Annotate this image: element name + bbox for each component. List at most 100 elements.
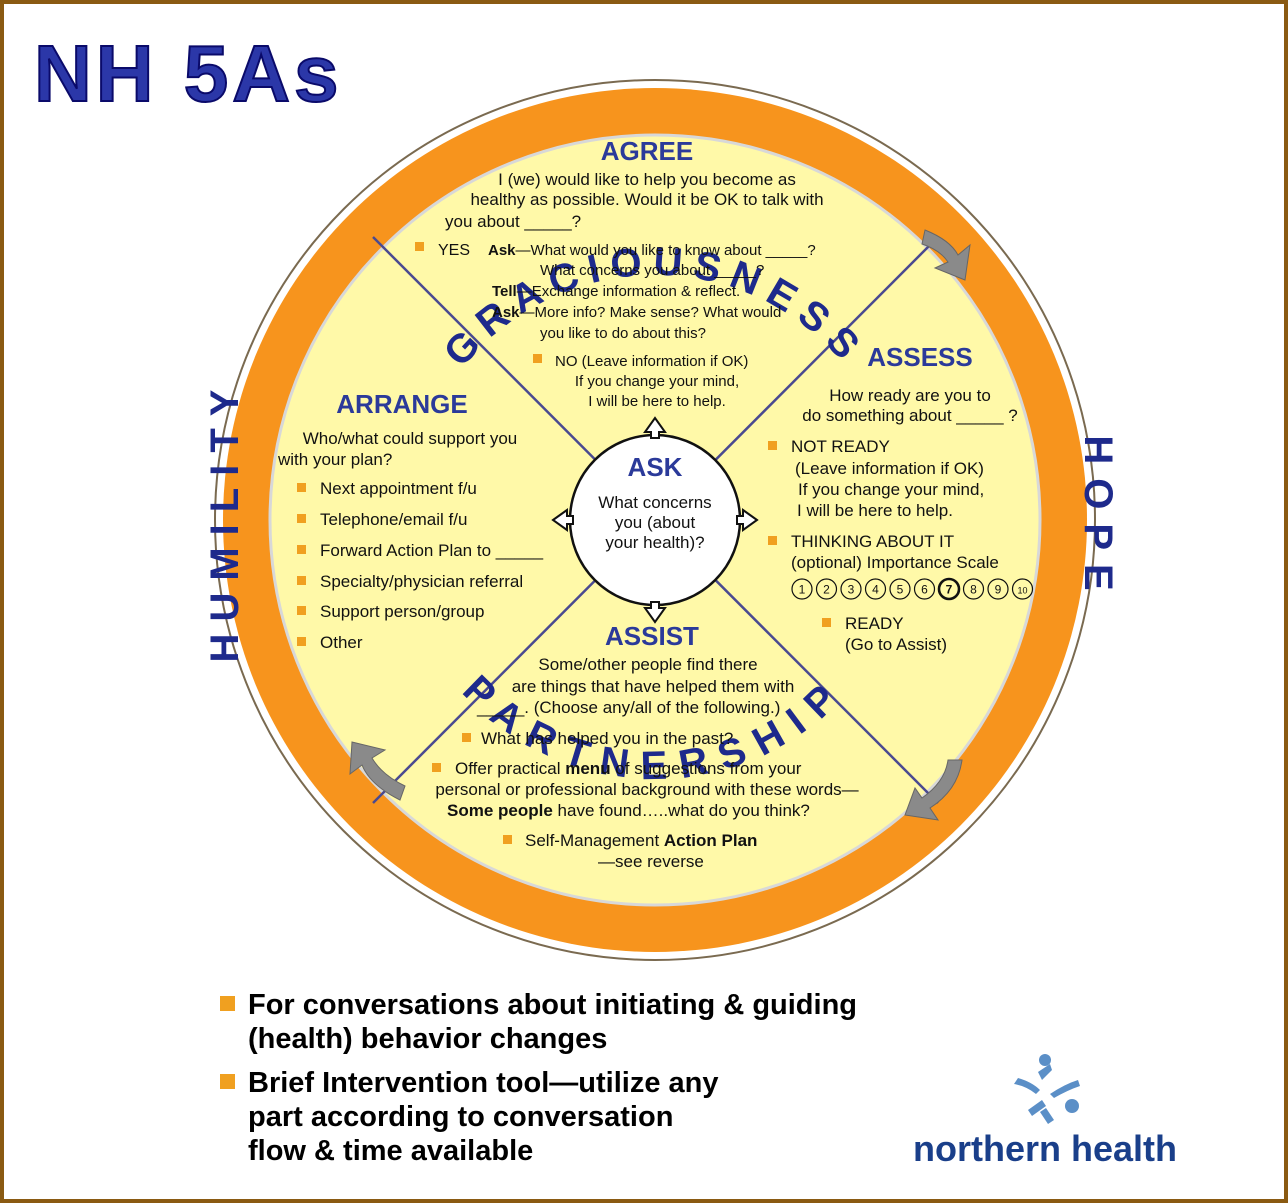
scale-number: 3: [848, 583, 855, 597]
assist-item2-line-2: personal or professional background with…: [435, 780, 858, 799]
assist-item3-line-1: Self-Management Action Plan: [525, 831, 757, 850]
scale-circle: [815, 578, 838, 600]
scale-circle: [1011, 578, 1034, 600]
scale-number: 2: [823, 583, 830, 597]
assess-not-ready-bullet: [768, 441, 777, 450]
arrange-bullet: [297, 606, 306, 615]
arrange-bullet: [297, 483, 306, 492]
arrange-item: Next appointment f/u: [320, 479, 477, 498]
cycle-arrow-top-right-icon: [921, 229, 971, 281]
assess-title: ASSESS: [867, 342, 973, 372]
assess-thinking-1: THINKING ABOUT IT: [791, 532, 954, 551]
scale-number: 1: [799, 583, 806, 597]
scale-number: 4: [872, 583, 879, 597]
agree-yes-label: YES: [438, 242, 470, 259]
assist-intro-1: Some/other people find there: [538, 655, 757, 674]
scale-circle: [889, 578, 911, 600]
assess-ready-1: READY: [845, 614, 904, 633]
ask-line-3: your health)?: [605, 533, 704, 552]
agree-title: AGREE: [601, 136, 693, 166]
arrange-item: Other: [320, 633, 363, 652]
assist-item1-bullet: [462, 733, 471, 742]
scale-number: 10: [1017, 586, 1027, 596]
assist-item3-bullet: [503, 835, 512, 844]
cycle-arrow-bottom-right-icon: [904, 759, 963, 821]
agree-no-line-3: I will be here to help.: [588, 393, 726, 410]
agree-yes-line-5: you like to do about this?: [540, 325, 706, 342]
assist-item2-bullet: [432, 763, 441, 772]
agree-yes-line-2: What concerns you about _____?: [540, 262, 764, 279]
importance-scale: 1 2 3 4 5 6 7 8 9 10: [791, 577, 1034, 601]
assess-not-ready-2: (Leave information if OK): [795, 459, 984, 478]
arrange-item: Support person/group: [320, 602, 484, 621]
assess-ready-2: (Go to Assist): [845, 635, 947, 654]
agree-no-line-2: If you change your mind,: [575, 373, 739, 390]
assist-intro-2: are things that have helped them with: [512, 677, 795, 696]
assist-item-1: What has helped you in the past?: [481, 729, 733, 748]
arrange-title: ARRANGE: [336, 389, 467, 419]
logo-wordmark: northern health: [912, 1128, 1177, 1169]
summary-bullets: For conversations about initiating & gui…: [218, 988, 998, 1168]
assist-item3-line-2: —see reverse: [598, 852, 704, 871]
agree-no-line-1: NO (Leave information if OK): [555, 353, 748, 370]
arrange-bullet: [297, 545, 306, 554]
scale-circle: [864, 578, 887, 600]
agree-yes-line-4: Ask—More info? Make sense? What would: [492, 304, 781, 321]
agree-intro-2: healthy as possible. Would it be OK to t…: [470, 190, 823, 209]
arrange-intro-1: Who/what could support you: [303, 429, 518, 448]
cycle-arrows: [349, 229, 971, 821]
agree-yes-bullet: [415, 242, 424, 251]
scale-number: 6: [921, 583, 928, 597]
arrange-bullet: [297, 514, 306, 523]
agree-intro-1: I (we) would like to help you become as: [498, 170, 796, 189]
summary-bullet-2-line-1: Brief Intervention tool—utilize any: [248, 1067, 719, 1099]
assist-item2-line-3: Some people have found…..what do you thi…: [447, 801, 810, 820]
scale-circle: [937, 577, 961, 601]
ask-line-2: you (about: [615, 513, 696, 532]
bullet-square-icon: [220, 996, 235, 1011]
agree-no-bullet: [533, 354, 542, 363]
bullet-square-icon: [220, 1074, 235, 1089]
assist-item2-line-1: Offer practical menu of suggestions from…: [455, 759, 802, 778]
ring-word-hope: HOPE: [1076, 435, 1120, 604]
arrange-bullet: [297, 576, 306, 585]
ask-arrows: [551, 416, 759, 624]
summary-bullet-2: Brief Intervention tool—utilize any part…: [218, 1066, 998, 1168]
assess-not-ready-4: I will be here to help.: [797, 501, 953, 520]
ring-word-humility: HUMILITY: [203, 378, 247, 663]
assess-intro-2: do something about _____ ?: [802, 406, 1018, 425]
arrange-item: Forward Action Plan to _____: [320, 541, 544, 560]
summary-bullet-1: For conversations about initiating & gui…: [218, 988, 998, 1056]
scale-circle: [840, 578, 862, 600]
arrange-bullet: [297, 637, 306, 646]
assess-not-ready-1: NOT READY: [791, 437, 890, 456]
arrange-item: Specialty/physician referral: [320, 572, 523, 591]
arrange-list: Next appointment f/u Telephone/email f/u…: [297, 479, 544, 652]
assess-thinking-2: (optional) Importance Scale: [791, 553, 999, 572]
scale-circle: [913, 578, 936, 600]
assess-intro-1: How ready are you to: [829, 386, 991, 405]
scale-number: 8: [970, 583, 977, 597]
assist-title: ASSIST: [605, 621, 699, 651]
scale-number: 9: [995, 583, 1002, 597]
agree-intro-3: you about _____?: [445, 212, 581, 231]
scale-circle: [791, 578, 813, 600]
arrange-intro-2: with your plan?: [277, 450, 392, 469]
summary-bullet-2-line-3: flow & time available: [248, 1135, 534, 1167]
ask-line-1: What concerns: [598, 493, 711, 512]
arrange-item: Telephone/email f/u: [320, 510, 467, 529]
cycle-arrow-left-icon: [349, 741, 406, 801]
assess-ready-bullet: [822, 618, 831, 627]
ask-title: ASK: [628, 452, 683, 482]
scale-number: 5: [897, 583, 904, 597]
agree-yes-line-3: Tell—Exchange information & reflect.: [492, 283, 740, 300]
summary-bullet-1-line-2: (health) behavior changes: [248, 1023, 608, 1055]
scale-number: 7: [946, 583, 953, 597]
page-title: NH 5As: [33, 29, 343, 118]
scale-circle: [987, 578, 1009, 600]
assess-thinking-bullet: [768, 536, 777, 545]
agree-yes-line-1: Ask—What would you like to know about __…: [488, 242, 816, 259]
scale-circle: [962, 578, 985, 600]
